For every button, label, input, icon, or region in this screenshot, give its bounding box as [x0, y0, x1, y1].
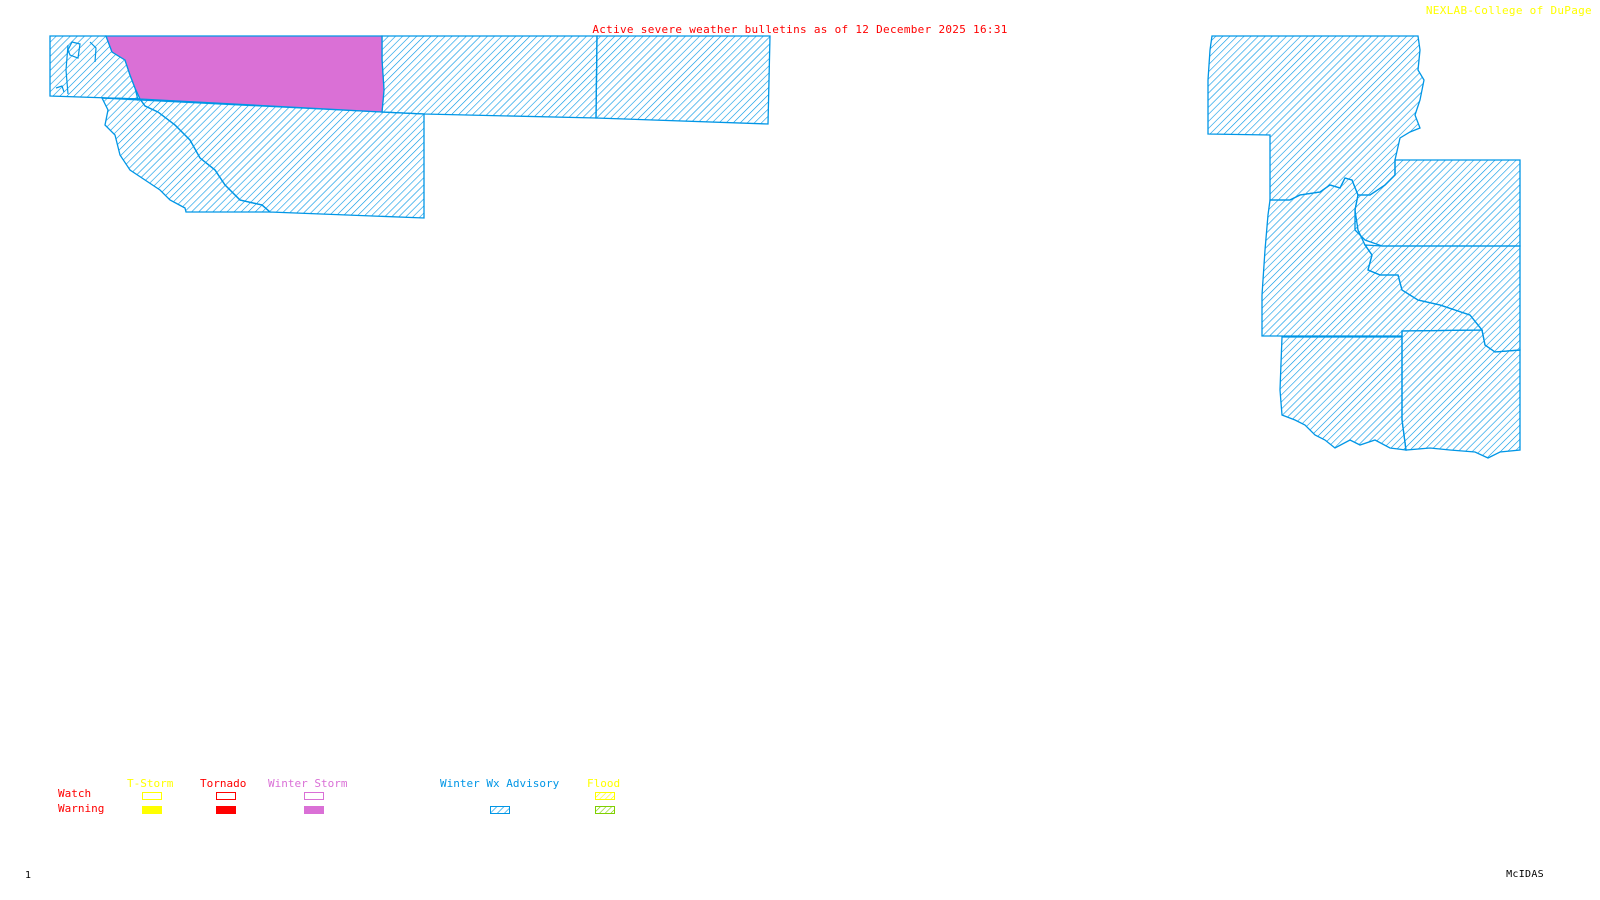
county-advisory [1363, 244, 1521, 353]
county-advisory [381, 35, 598, 119]
tstorm-watch-swatch [142, 792, 162, 800]
advisory-region-northeast [1207, 35, 1521, 459]
county-advisory [1279, 336, 1407, 451]
legend-row-watch: Watch [58, 787, 92, 800]
winter-storm-warning-region [105, 35, 385, 113]
county-advisory [595, 35, 771, 125]
flood-watch-swatch [595, 792, 615, 800]
tstorm-warning-swatch [142, 806, 162, 814]
flood-warning-swatch [595, 806, 615, 814]
county-advisory [1401, 329, 1521, 459]
tornado-warning-swatch [216, 806, 236, 814]
winter-storm-watch-swatch [304, 792, 324, 800]
legend-col-winter-storm: Winter Storm [268, 777, 348, 790]
legend-col-tstorm: T-Storm [127, 777, 174, 790]
legend-col-tornado: Tornado [200, 777, 247, 790]
tornado-watch-swatch [216, 792, 236, 800]
county-advisory [1354, 159, 1521, 247]
county-advisory [1207, 35, 1425, 201]
credit-label: NEXLAB-College of DuPage [1425, 4, 1592, 17]
software-label: McIDAS [1506, 869, 1544, 880]
legend-col-flood: Flood [587, 777, 621, 790]
map-title: Active severe weather bulletins as of 12… [592, 23, 1008, 36]
legend-row-warning: Warning [58, 802, 105, 815]
advisory-region-northwest [49, 35, 771, 219]
frame-number: 1 [25, 870, 32, 881]
winter-storm-warning-swatch [304, 806, 324, 814]
coastline-detail [55, 41, 97, 95]
legend-col-winter-wx-advisory: Winter Wx Advisory [440, 777, 560, 790]
winter-wx-advisory-swatch [490, 806, 510, 814]
county-advisory [100, 97, 272, 213]
